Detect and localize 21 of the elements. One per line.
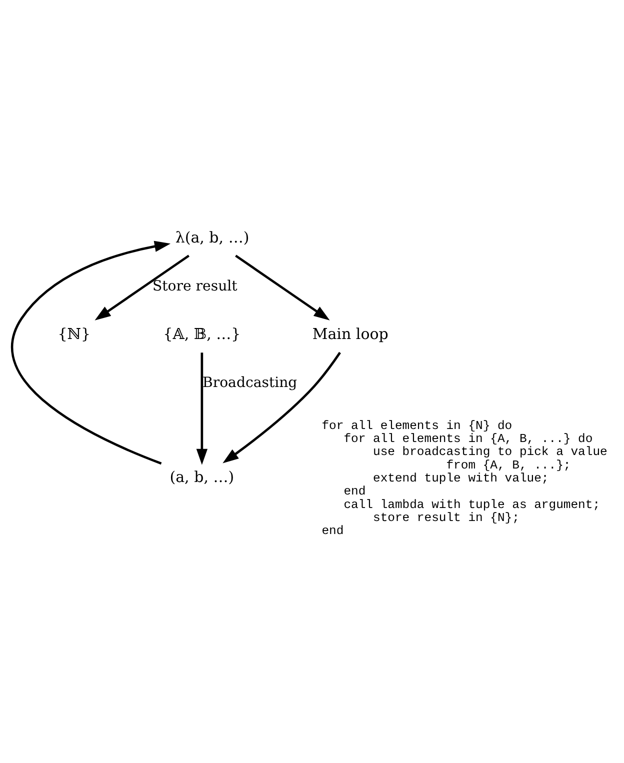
arrow (94, 254, 190, 320)
label: extend tuple with value; (372, 471, 549, 486)
arrow (11, 240, 171, 465)
node-text: {ℕ} (58, 325, 91, 344)
label: end (344, 484, 366, 499)
node-text: λ(a, b, …) (175, 228, 250, 246)
arrow (235, 254, 330, 320)
label: for all elements in {A, B, ...} do (344, 432, 593, 446)
label: for all elements in {N} do (322, 418, 512, 433)
node-text: {𝔸, 𝔹, …} (163, 325, 241, 344)
edge-label: Broadcasting (202, 375, 298, 392)
arrow (222, 352, 341, 464)
label: end (322, 524, 344, 538)
edge-label: Store result (152, 278, 238, 294)
arrow (196, 352, 208, 465)
node-text: (a, b, …) (170, 468, 234, 486)
label: store result in {N}; (372, 510, 520, 525)
node-text: Main loop (312, 325, 388, 344)
label: call lambda with tuple as argument; (344, 498, 600, 512)
label: use broadcasting to pick a value (372, 445, 608, 460)
label: from {A, B, ...}; (446, 458, 571, 472)
